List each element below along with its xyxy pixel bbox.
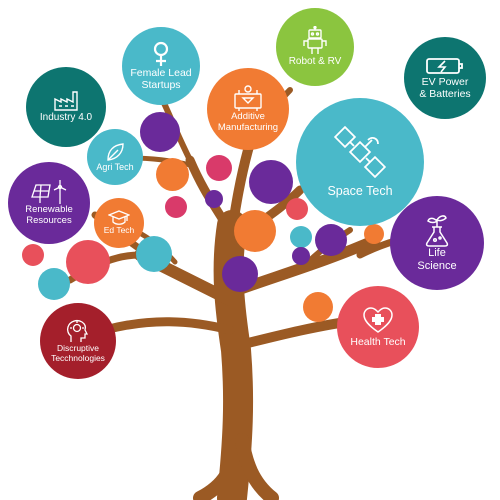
decor-dot bbox=[156, 158, 189, 191]
topic-life-science: Life Science bbox=[390, 196, 484, 290]
topic-industry-4-0: Industry 4.0 bbox=[26, 67, 106, 147]
decor-dot bbox=[205, 190, 223, 208]
decor-dot bbox=[140, 112, 180, 152]
topic-label: EV Power & Batteries bbox=[419, 75, 471, 100]
topic-agri-tech: Agri Tech bbox=[87, 129, 143, 185]
factory-icon bbox=[54, 91, 78, 111]
topic-label: Life Science bbox=[417, 247, 457, 272]
topic-label: Agri Tech bbox=[96, 161, 134, 172]
topic-label: Renewable Resources bbox=[25, 204, 73, 226]
branch-top-center bbox=[227, 145, 253, 235]
topic-ed-tech: Ed Tech bbox=[94, 198, 144, 248]
decor-dot bbox=[222, 256, 258, 292]
decor-dot bbox=[234, 210, 276, 252]
robot-icon bbox=[303, 26, 327, 55]
3d-printer-icon bbox=[234, 85, 262, 112]
decor-dot bbox=[303, 292, 333, 322]
topic-label: Discruptive Tecchnologies bbox=[51, 343, 105, 363]
decor-dot bbox=[290, 226, 312, 248]
topic-label: Health Tech bbox=[350, 335, 406, 348]
topic-disruptive-technologies: Discruptive Tecchnologies bbox=[40, 303, 116, 379]
trunk-flare-left bbox=[193, 433, 245, 500]
plant-flask-icon bbox=[425, 215, 449, 248]
topic-health-tech: Health Tech bbox=[337, 286, 419, 368]
idea-head-icon bbox=[66, 320, 89, 343]
topic-ev-power-batteries: EV Power & Batteries bbox=[404, 37, 486, 119]
battery-icon bbox=[426, 58, 463, 74]
topic-additive-manufacturing: Additive Manufacturing bbox=[207, 68, 289, 150]
topic-label: Ed Tech bbox=[103, 225, 135, 236]
topic-space-tech: Space Tech bbox=[296, 98, 424, 226]
decor-dot bbox=[292, 247, 310, 265]
topic-label: Additive Manufacturing bbox=[217, 111, 279, 133]
decor-dot bbox=[286, 198, 308, 220]
decor-dot bbox=[206, 155, 232, 181]
leaf-icon bbox=[107, 143, 124, 161]
topic-female-lead-startups: Female Lead Startups bbox=[122, 27, 200, 105]
decor-dot bbox=[364, 224, 384, 244]
decor-dot bbox=[38, 268, 70, 300]
decor-dot bbox=[136, 236, 172, 272]
topic-label: Female Lead Startups bbox=[130, 66, 192, 91]
heart-cross-icon bbox=[363, 307, 393, 333]
decor-dot bbox=[165, 196, 187, 218]
topic-label: Industry 4.0 bbox=[39, 112, 93, 124]
topic-label: Space Tech bbox=[327, 183, 393, 198]
branch-left-low bbox=[100, 317, 235, 335]
trunk-flare-right bbox=[235, 433, 279, 500]
graduation-cap-icon bbox=[108, 210, 130, 226]
topic-renewable-resources: Renewable Resources bbox=[8, 162, 90, 244]
topic-label: Robot & RV bbox=[288, 56, 342, 68]
decor-dot bbox=[315, 224, 347, 256]
female-symbol-icon bbox=[153, 41, 169, 66]
decor-dot bbox=[66, 240, 110, 284]
decor-dot bbox=[22, 244, 44, 266]
solar-wind-icon bbox=[31, 180, 67, 205]
topic-robot-rv: Robot & RV bbox=[276, 8, 354, 86]
decor-dot bbox=[249, 160, 293, 204]
satellite-icon bbox=[334, 125, 386, 178]
